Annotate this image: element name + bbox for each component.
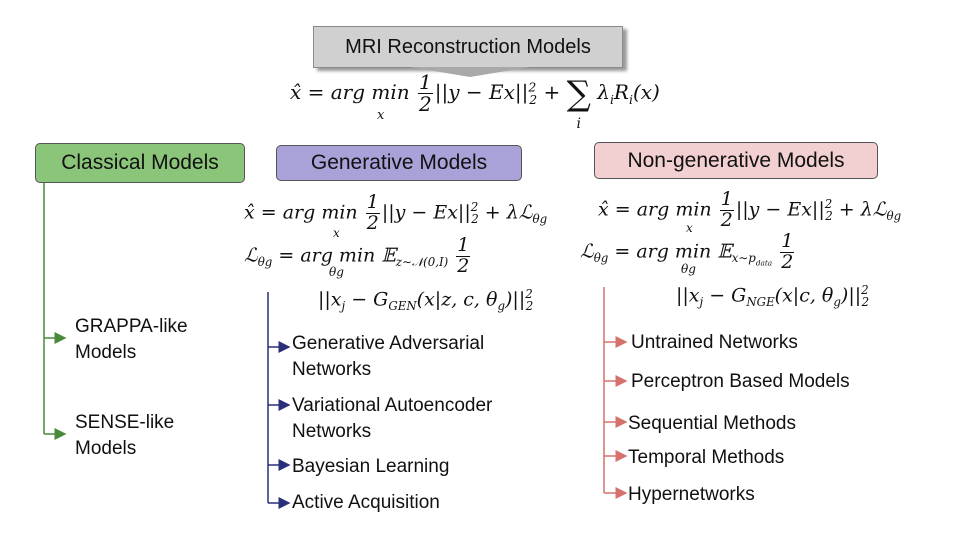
title-arrow-pointer bbox=[410, 67, 530, 77]
classical-models-label: Classical Models bbox=[61, 151, 219, 174]
nongenerative-eq1-argmin-sub: x bbox=[686, 221, 693, 235]
nongenerative-models-box: Non-generative Models bbox=[594, 142, 878, 179]
nongenerative-item-untrained: Untrained Networks bbox=[631, 332, 798, 353]
nongenerative-item-sequential: Sequential Methods bbox=[628, 413, 796, 434]
nongenerative-models-label: Non-generative Models bbox=[627, 148, 845, 172]
generative-eq2-argmin-sub: θg bbox=[329, 265, 344, 279]
generative-item-active: Active Acquisition bbox=[292, 492, 440, 513]
generative-eq1-argmin-sub: x bbox=[333, 226, 340, 240]
nongenerative-eq2-argmin-sub: θg bbox=[681, 262, 696, 276]
nongenerative-item-hypernetworks: Hypernetworks bbox=[628, 484, 755, 505]
generative-models-label: Generative Models bbox=[310, 151, 488, 174]
classical-item-sense: SENSE-like Models bbox=[75, 412, 175, 459]
title-banner: MRI Reconstruction Models bbox=[313, 26, 623, 68]
classical-models-box: Classical Models bbox=[35, 143, 245, 183]
generative-models-box: Generative Models bbox=[276, 145, 522, 181]
nongenerative-item-perceptron: Perceptron Based Models bbox=[631, 371, 850, 392]
generative-item-vae: Variational Autoencoder Networks bbox=[292, 395, 493, 442]
generative-item-gan: Generative Adversarial Networks bbox=[292, 333, 485, 380]
nongenerative-item-temporal: Temporal Methods bbox=[628, 447, 785, 468]
nongenerative-equation-3: ||xj − GNGE(x|c, θg)||22 bbox=[676, 283, 870, 310]
sum-symbol: ∑i bbox=[566, 73, 591, 132]
main-argmin-subscript: x bbox=[377, 108, 385, 123]
classical-item-grappa: GRAPPA-like Models bbox=[75, 316, 188, 363]
generative-item-bayesian: Bayesian Learning bbox=[292, 456, 450, 477]
title-text: MRI Reconstruction Models bbox=[345, 35, 591, 58]
generative-equation-3: ||xj − GGEN(x|z, c, θg)||22 bbox=[318, 287, 534, 314]
